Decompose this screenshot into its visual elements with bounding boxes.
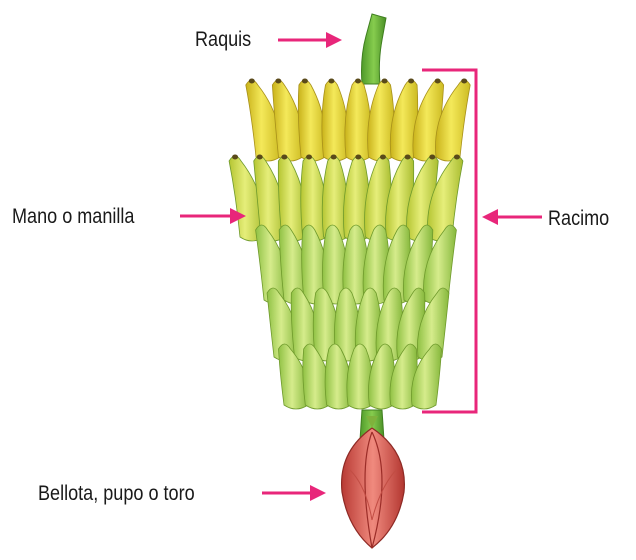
banana-tip bbox=[281, 155, 287, 160]
banana-bunch-illustration bbox=[229, 79, 470, 410]
banana-tip bbox=[249, 79, 255, 84]
banana-tip bbox=[454, 155, 460, 160]
banana-tip bbox=[328, 79, 334, 84]
banana-tip bbox=[461, 79, 467, 84]
banana-finger bbox=[345, 80, 371, 161]
arrow-bellota bbox=[262, 485, 326, 501]
banana-tip bbox=[331, 155, 337, 160]
banana-flower-bud-illustration bbox=[342, 416, 405, 548]
banana-tip bbox=[405, 155, 411, 160]
banana-tip bbox=[257, 155, 263, 160]
banana-tip bbox=[382, 79, 388, 84]
label-bellota: Bellota, pupo o toro bbox=[38, 483, 195, 504]
arrow-racimo bbox=[482, 209, 542, 225]
banana-tip bbox=[435, 79, 441, 84]
banana-tip bbox=[380, 155, 386, 160]
banana-tip bbox=[302, 79, 308, 84]
banana-tip bbox=[355, 79, 361, 84]
banana-tip bbox=[429, 155, 435, 160]
banana-tip bbox=[232, 155, 238, 160]
label-racimo: Racimo bbox=[548, 208, 609, 229]
arrow-raquis bbox=[278, 32, 342, 48]
label-mano: Mano o manilla bbox=[12, 206, 134, 227]
banana-finger bbox=[322, 80, 348, 161]
banana-tip bbox=[355, 155, 361, 160]
banana-tip bbox=[275, 79, 281, 84]
banana-tip bbox=[408, 79, 414, 84]
arrow-mano bbox=[180, 208, 246, 224]
label-raquis: Raquis bbox=[195, 29, 251, 50]
banana-tip bbox=[306, 155, 312, 160]
